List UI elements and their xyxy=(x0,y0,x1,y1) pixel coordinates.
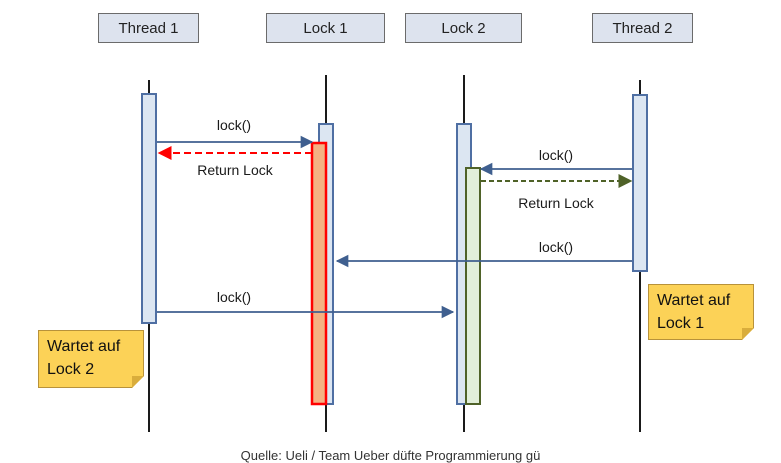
participant-lock-2: Lock 2 xyxy=(405,13,522,43)
message-label-1: lock() xyxy=(217,117,251,133)
note-thread-1-waiting: Wartet auf Lock 2 xyxy=(38,330,144,388)
message-label-2: lock() xyxy=(539,147,573,163)
lock-2-held-bar xyxy=(465,167,481,405)
participant-lock-1: Lock 1 xyxy=(266,13,385,43)
message-label-3: lock() xyxy=(539,239,573,255)
activation-thread-2 xyxy=(632,94,648,272)
participant-thread-1: Thread 1 xyxy=(98,13,199,43)
message-label-4: lock() xyxy=(217,289,251,305)
return-label-2: Return Lock xyxy=(518,195,594,211)
participant-thread-2: Thread 2 xyxy=(592,13,693,43)
lock-1-held-bar xyxy=(310,141,328,406)
note-thread-2-waiting: Wartet auf Lock 1 xyxy=(648,284,754,340)
return-label-1: Return Lock xyxy=(197,162,273,178)
activation-thread-1 xyxy=(141,93,157,324)
